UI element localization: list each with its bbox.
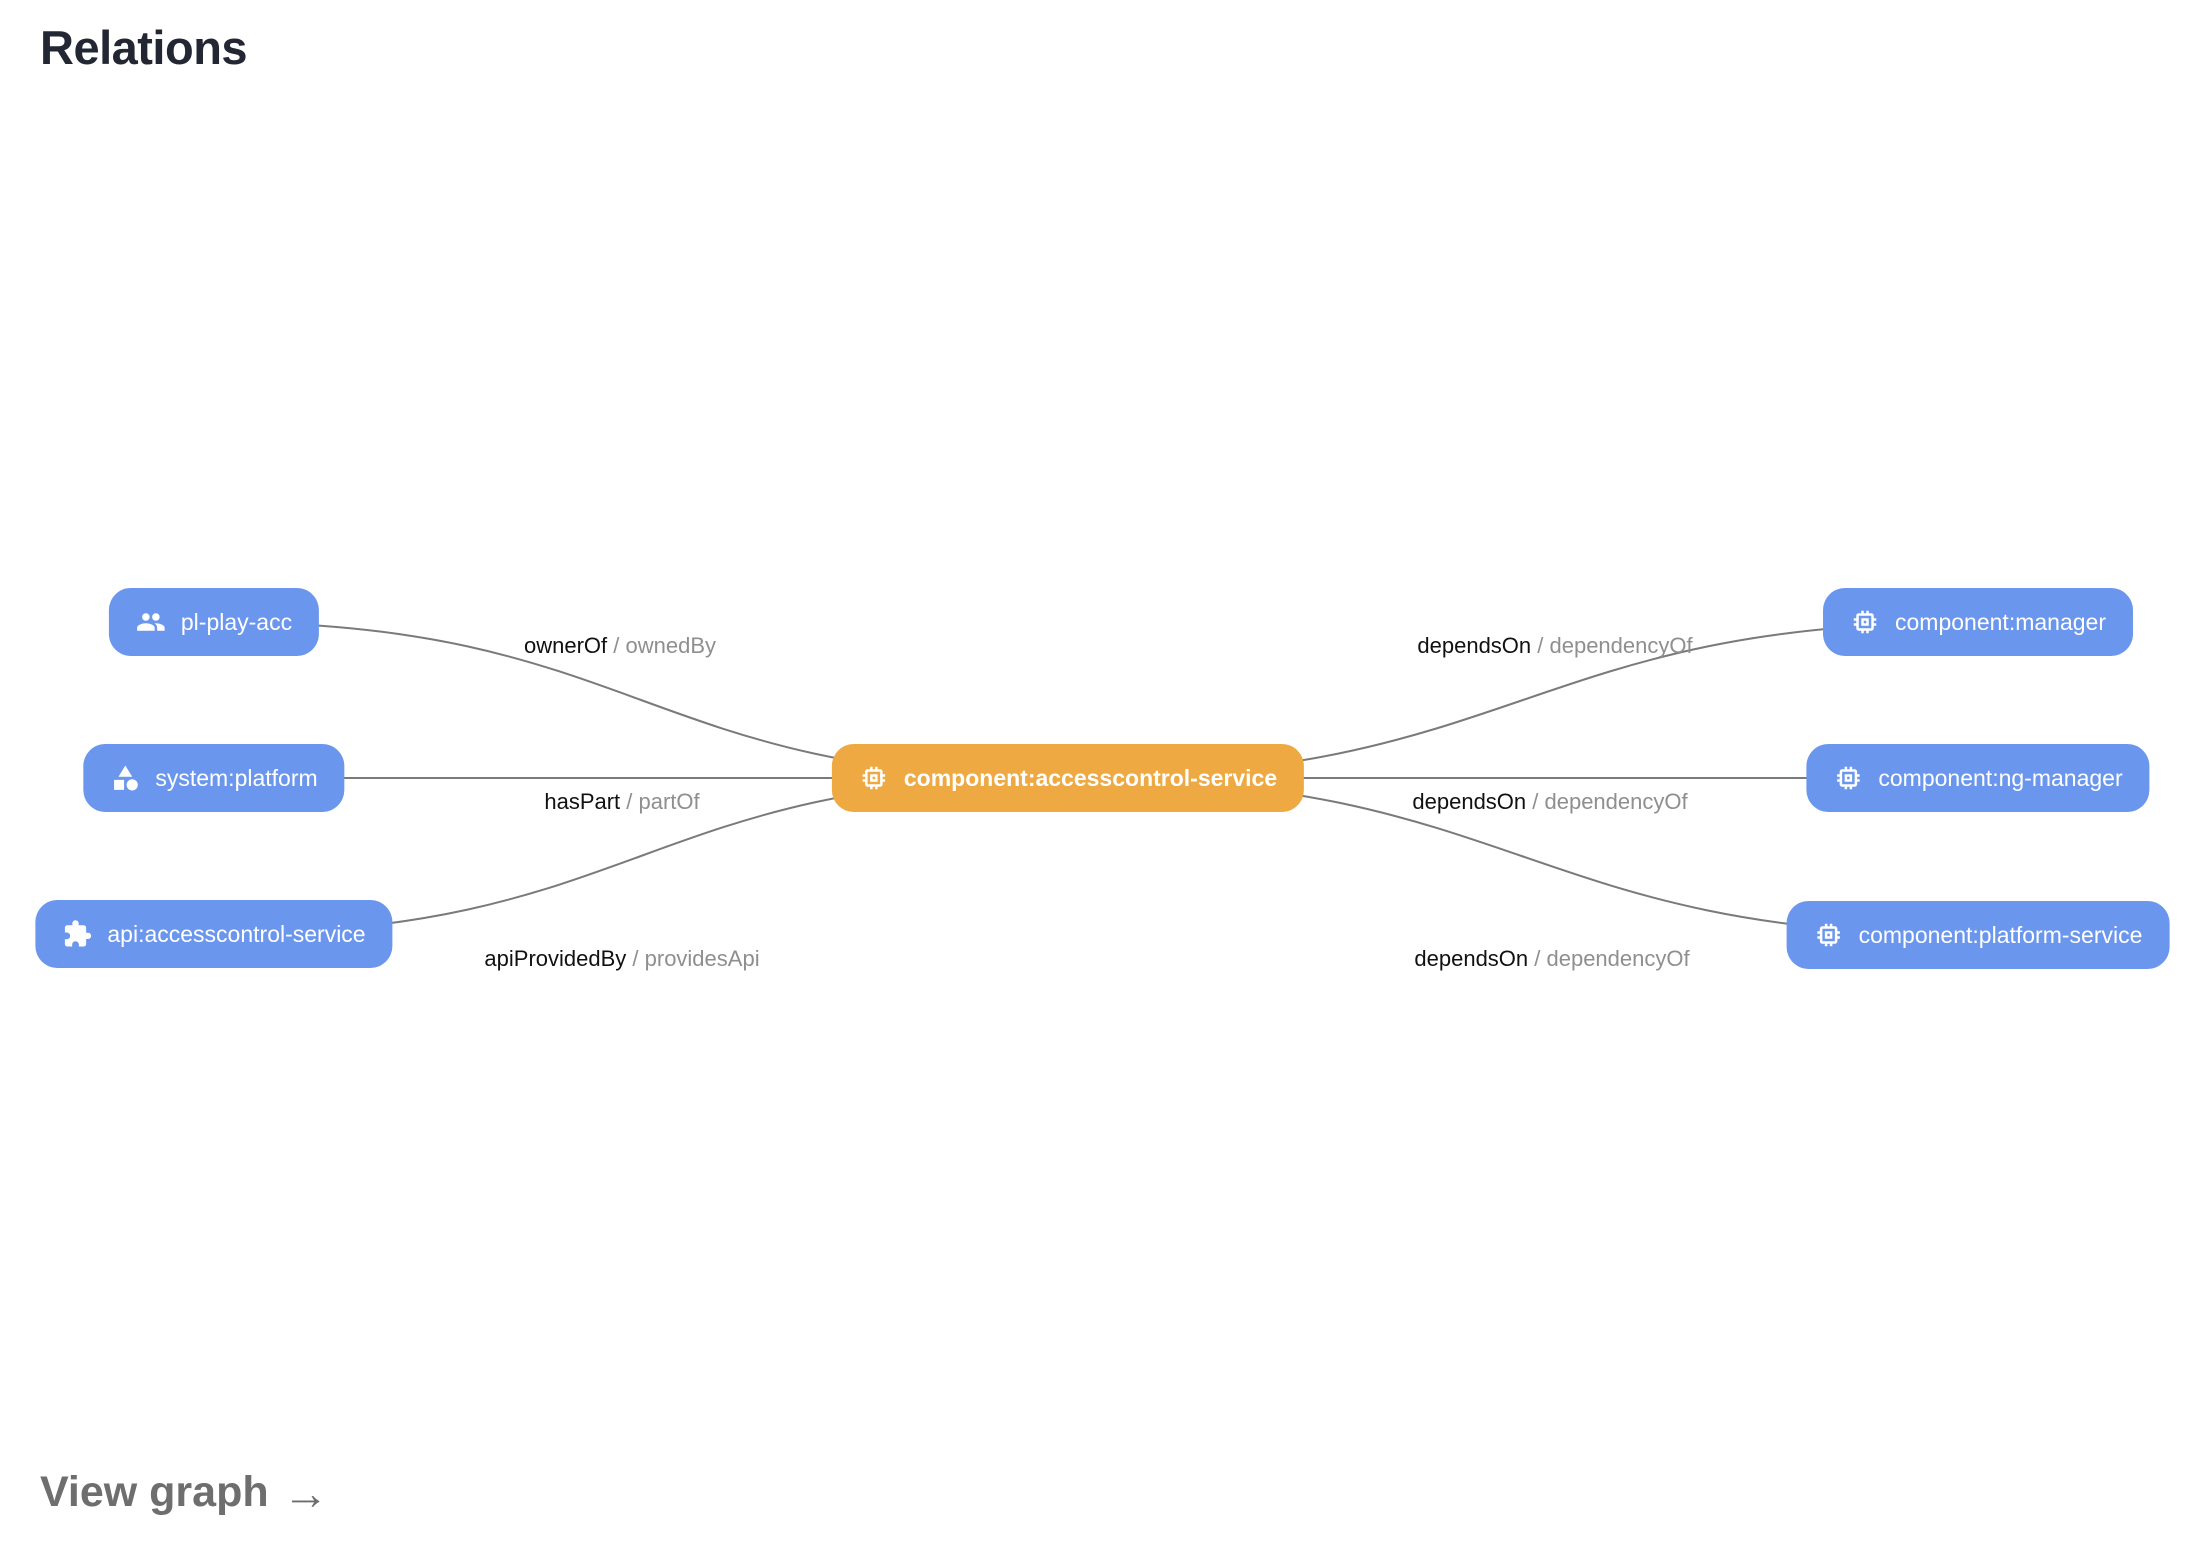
edge-label-dependsOn-dependencyOf: dependsOn / dependencyOf [1412, 789, 1687, 815]
view-graph-label: View graph [40, 1468, 269, 1516]
node-system:platform[interactable]: system:platform [83, 744, 345, 812]
node-label: component:ng-manager [1878, 764, 2123, 791]
edge-label-apiProvidedBy-providesApi: apiProvidedBy / providesApi [484, 946, 759, 972]
node-api:accesscontrol-service[interactable]: api:accesscontrol-service [35, 900, 393, 968]
node-label: component:platform-service [1858, 921, 2143, 948]
relation-name: apiProvidedBy [484, 946, 627, 971]
inverse-relation-name: / partOf [620, 789, 700, 814]
inverse-relation-name: / providesApi [626, 946, 760, 971]
edge-label-hasPart-partOf: hasPart / partOf [544, 789, 699, 815]
node-component:ng-manager[interactable]: component:ng-manager [1806, 744, 2150, 812]
node-label: component:accesscontrol-service [903, 764, 1278, 791]
inverse-relation-name: / ownedBy [607, 633, 716, 658]
memory-icon [1850, 607, 1880, 637]
extension-icon [62, 919, 92, 949]
view-graph-link[interactable]: View graph → [40, 1468, 329, 1517]
inverse-relation-name: / dependencyOf [1531, 633, 1693, 658]
relation-name: dependsOn [1412, 789, 1527, 814]
node-component:accesscontrol-service[interactable]: component:accesscontrol-service [831, 744, 1305, 812]
category-icon [110, 763, 140, 793]
relation-name: dependsOn [1414, 946, 1529, 971]
relation-name: dependsOn [1417, 633, 1532, 658]
edge-label-dependsOn-dependencyOf: dependsOn / dependencyOf [1417, 633, 1692, 659]
relation-name: ownerOf [524, 633, 608, 658]
edge-label-dependsOn-dependencyOf: dependsOn / dependencyOf [1414, 946, 1689, 972]
node-label: api:accesscontrol-service [107, 920, 366, 947]
inverse-relation-name: / dependencyOf [1528, 946, 1690, 971]
edge-label-ownerOf-ownedBy: ownerOf / ownedBy [524, 633, 716, 659]
inverse-relation-name: / dependencyOf [1526, 789, 1688, 814]
memory-icon [1814, 920, 1844, 950]
node-component:platform-service[interactable]: component:platform-service [1786, 901, 2170, 969]
node-label: pl-play-acc [180, 608, 293, 635]
group-icon [136, 607, 166, 637]
node-pl-play-acc[interactable]: pl-play-acc [108, 588, 320, 656]
memory-icon [859, 763, 889, 793]
arrow-right-icon: → [282, 1466, 329, 1519]
relation-name: hasPart [544, 789, 621, 814]
memory-icon [1833, 763, 1863, 793]
node-label: component:manager [1895, 608, 2106, 635]
node-label: system:platform [155, 764, 318, 791]
page-title: Relations [40, 21, 248, 74]
node-component:manager[interactable]: component:manager [1823, 588, 2133, 656]
